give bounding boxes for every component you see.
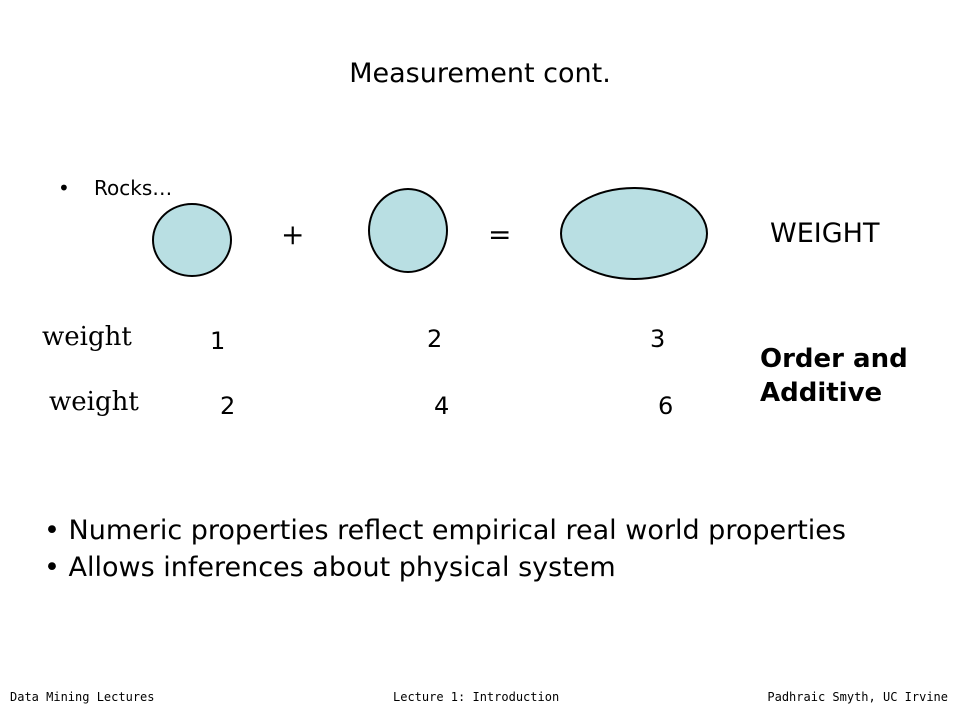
equals-sign: =: [488, 218, 512, 251]
sub-bullet-text: Rocks…: [94, 176, 173, 200]
row-label-2: weight: [49, 387, 139, 417]
row-label-1: weight: [42, 322, 132, 352]
rock-small: [152, 203, 232, 277]
footer-right: Padhraic Smyth, UC Irvine: [767, 690, 948, 704]
conclusion: Order and Additive: [760, 342, 908, 410]
slide-title: Measurement cont.: [349, 58, 611, 89]
row2-value-2: 4: [434, 392, 450, 420]
row1-value-3: 3: [650, 325, 666, 353]
bullet-text-1: Numeric properties reflect empirical rea…: [68, 515, 846, 546]
row2-value-3: 6: [658, 392, 674, 420]
plus-sign: +: [281, 218, 305, 251]
bullet-dot: •: [58, 176, 70, 200]
row2-value-1: 2: [220, 392, 236, 420]
sub-bullet: • Rocks…: [58, 176, 172, 200]
bullet-list: • Numeric properties reflect empirical r…: [44, 512, 846, 586]
row1-value-2: 2: [427, 325, 443, 353]
conclusion-line-1: Order and: [760, 344, 908, 374]
footer-center: Lecture 1: Introduction: [393, 690, 560, 704]
rock-medium: [368, 188, 448, 273]
row1-value-1: 1: [210, 327, 226, 355]
property-label: WEIGHT: [770, 218, 880, 249]
bullet-text-2: Allows inferences about physical system: [68, 552, 616, 583]
bullet-item: • Allows inferences about physical syste…: [44, 552, 616, 583]
footer-left: Data Mining Lectures: [10, 690, 155, 704]
conclusion-line-2: Additive: [760, 378, 883, 408]
bullet-item: • Numeric properties reflect empirical r…: [44, 515, 846, 546]
rock-large: [560, 187, 708, 280]
